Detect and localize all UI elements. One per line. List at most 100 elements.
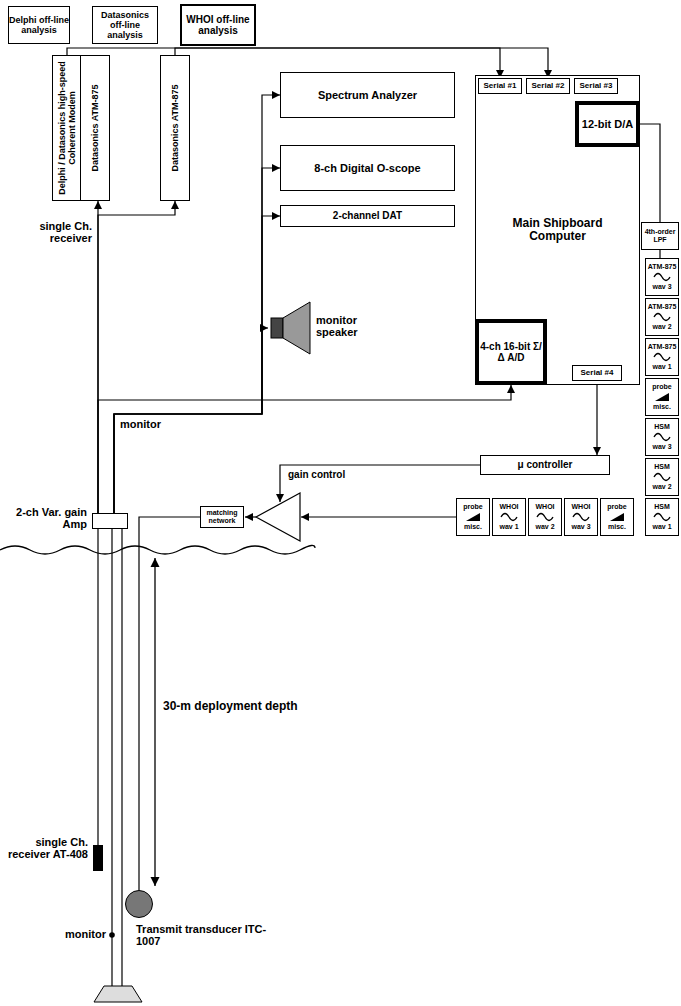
signal-label: gain control	[288, 469, 378, 480]
box-label: Serial #3	[580, 82, 613, 91]
waveform-box: probe misc.	[600, 498, 634, 536]
waveform-box: WHOI wav 1	[492, 498, 526, 536]
cable	[111, 529, 112, 986]
box-label: Datasonics ATM-875	[161, 56, 189, 200]
box-label: 12-bit D/A	[582, 118, 633, 130]
signal-line	[596, 381, 597, 455]
box-label: 4-ch 16-bit Σ/Δ A/D	[479, 341, 543, 363]
sine-symbol	[653, 512, 671, 522]
analysis-box: WHOI off-line analysis	[180, 4, 256, 46]
transducer: Transmit transducer ITC-1007	[125, 890, 153, 918]
analysis-box: Delphi off-line analysis	[8, 6, 70, 44]
box-label: misc.	[653, 403, 671, 411]
waveform-box: HSM wav 3	[645, 418, 679, 456]
ramp-symbol	[608, 512, 626, 522]
box-label: HSM	[654, 463, 670, 471]
box-label: wav 1	[652, 523, 671, 531]
cable	[121, 529, 122, 986]
dimension-label: 30-m deployment depth	[163, 700, 323, 713]
box-label: single Ch. receiver AT-408	[4, 836, 88, 861]
box-label: wav 1	[499, 523, 518, 531]
signal-wire	[245, 516, 256, 517]
box-label: 8-ch Digital O-scope	[314, 162, 420, 174]
port-box: Serial #1	[478, 78, 522, 94]
controller-box: μ controller	[480, 455, 610, 475]
signal-line	[114, 216, 280, 513]
box-label: Serial #2	[532, 82, 565, 91]
receiver-hydrophone: single Ch. receiver AT-408	[93, 845, 103, 871]
sine-symbol	[653, 432, 671, 442]
box-label: Datasonics ATM-875	[81, 56, 109, 200]
box-label: wav 3	[571, 523, 590, 531]
waveform-box: HSM wav 2	[645, 458, 679, 496]
instrument-box: 2-channel DAT	[280, 205, 455, 227]
box-label: Serial #4	[581, 369, 614, 378]
signal-line	[640, 124, 660, 222]
box-label: Spectrum Analyzer	[318, 89, 417, 101]
box-label: probe	[463, 503, 482, 511]
box-label: Delphi off-line analysis	[9, 15, 69, 35]
box-label: wav 2	[652, 483, 671, 491]
gain-control-wire	[280, 465, 480, 502]
box-label: wav 3	[652, 443, 671, 451]
signal-line	[97, 529, 98, 845]
sine-symbol	[500, 512, 518, 522]
computer-box: Serial #1 Serial #2 Serial #3 12-bit D/A 4-c…	[475, 75, 640, 385]
waveform-box: WHOI wav 3	[564, 498, 598, 536]
waveform-box: ATM-875 wav 2	[645, 298, 679, 336]
signal-line	[98, 385, 511, 513]
box-label: 2-channel DAT	[333, 210, 402, 221]
box-label: wav 2	[652, 323, 671, 331]
sine-symbol	[653, 312, 671, 322]
converter-box: 4-ch 16-bit Σ/Δ A/D	[475, 319, 547, 385]
signal-label: monitor	[120, 418, 180, 430]
waveform-box: probe misc.	[456, 498, 490, 536]
box-label: HSM	[654, 503, 670, 511]
box-label: μ controller	[517, 459, 572, 470]
box-label: ATM-875	[648, 263, 677, 271]
instrument-box: 8-ch Digital O-scope	[280, 145, 455, 191]
sine-symbol	[653, 272, 671, 282]
port-box: Serial #2	[526, 78, 570, 94]
signal-label: single Ch. receiver	[4, 220, 92, 245]
box-label: HSM	[654, 423, 670, 431]
instrument-box: Spectrum Analyzer	[280, 72, 455, 118]
box-label: Transmit transducer ITC-1007	[136, 923, 286, 948]
signal-line	[659, 250, 660, 258]
monitor-hydrophone	[109, 932, 115, 938]
signal-wire	[301, 516, 456, 517]
water-surface	[0, 545, 315, 554]
signal-line	[114, 328, 268, 513]
ramp-symbol	[653, 392, 671, 402]
signal-line	[114, 95, 280, 513]
box-label: misc.	[608, 523, 626, 531]
box-label: misc.	[464, 523, 482, 531]
depth-arrow	[154, 558, 155, 886]
waveform-box: ATM-875wav 1	[645, 338, 679, 376]
box-label: Main Shipboard Computer	[513, 217, 603, 244]
speaker: monitor speaker	[268, 298, 393, 358]
speaker-symbol	[268, 298, 314, 358]
signal-line	[114, 168, 280, 513]
sine-symbol	[653, 472, 671, 482]
box-label: 2-ch Var. gain Amp	[3, 506, 87, 531]
box-label: matching network	[201, 509, 243, 525]
weight	[94, 986, 142, 1002]
converter-box: 12-bit D/A	[575, 101, 640, 147]
sine-symbol	[653, 352, 671, 362]
box-label: wav 1	[652, 363, 671, 371]
box-label: Delphi / Datasonics high-speed Coherent …	[53, 56, 81, 200]
waveform-box: ATM-875 wav 3	[645, 258, 679, 296]
sine-symbol	[572, 512, 590, 522]
signal-label: monitor	[50, 928, 106, 940]
box-label: wav 3	[652, 283, 671, 291]
box-label: probe	[607, 503, 626, 511]
port-box: Serial #4	[572, 365, 622, 381]
box-label: ATM-875	[648, 303, 677, 311]
filter-box: 4th-order LPF	[641, 222, 679, 250]
analysis-box: Datasonics off-line analysis	[92, 6, 158, 44]
modem-box: Datasonics ATM-875Delphi / Datasonics hi…	[52, 55, 110, 201]
box-label: WHOI	[571, 503, 590, 511]
box-label: WHOI	[499, 503, 518, 511]
